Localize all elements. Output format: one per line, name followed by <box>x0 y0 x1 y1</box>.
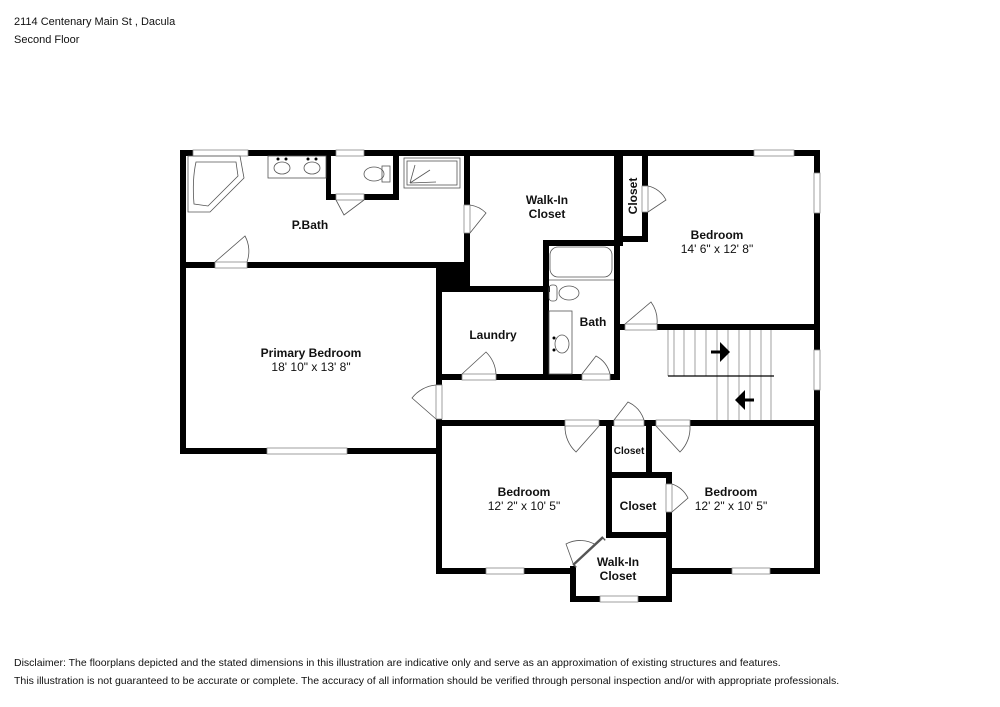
vanity-icon <box>267 155 327 179</box>
room-label-laundry: Laundry <box>469 328 517 342</box>
room-label-bedroom-sw: Bedroom <box>498 485 551 499</box>
doors <box>214 185 691 568</box>
room-dim-bedroom-sw: 12' 2" x 10' 5" <box>488 499 560 513</box>
room-label-walkin-bottom-1: Walk-In <box>597 555 639 569</box>
room-label-pbath: P.Bath <box>292 218 328 232</box>
toilet-icon <box>363 165 391 183</box>
room-label-walkin-bottom-2: Closet <box>600 569 637 583</box>
room-label-bedroom-se: Bedroom <box>705 485 758 499</box>
fixtures <box>187 155 614 375</box>
arrow-left-icon <box>735 390 754 410</box>
room-label-bedroom-ne: Bedroom <box>691 228 744 242</box>
room-label-closet-vertical: Closet <box>626 178 640 215</box>
toilet-icon <box>548 284 580 302</box>
room-label-bath: Bath <box>580 315 607 329</box>
room-label-walkin-top-2: Closet <box>529 207 566 221</box>
bathtub-icon <box>549 246 613 278</box>
disclaimer-line-2: This illustration is not guaranteed to b… <box>14 675 840 687</box>
arrow-right-icon <box>711 342 730 362</box>
room-label-walkin-top-1: Walk-In <box>526 193 568 207</box>
property-address: 2114 Centenary Main St , Dacula <box>14 16 176 28</box>
disclaimer-line-1: Disclaimer: The floorplans depicted and … <box>14 657 781 669</box>
floor-label: Second Floor <box>14 34 80 46</box>
staircase <box>667 330 774 420</box>
room-dim-bedroom-se: 12' 2" x 10' 5" <box>695 499 767 513</box>
shower-icon <box>403 157 461 189</box>
room-label-closet-small: Closet <box>614 446 645 457</box>
room-label-closet-mid: Closet <box>620 499 657 513</box>
bathtub-icon <box>187 155 245 213</box>
room-dim-primary-bedroom: 18' 10" x 13' 8" <box>271 360 350 374</box>
room-label-primary-bedroom: Primary Bedroom <box>261 346 362 360</box>
windows <box>192 149 821 603</box>
sink-icon <box>548 310 573 375</box>
room-dim-bedroom-ne: 14' 6" x 12' 8" <box>681 242 753 256</box>
